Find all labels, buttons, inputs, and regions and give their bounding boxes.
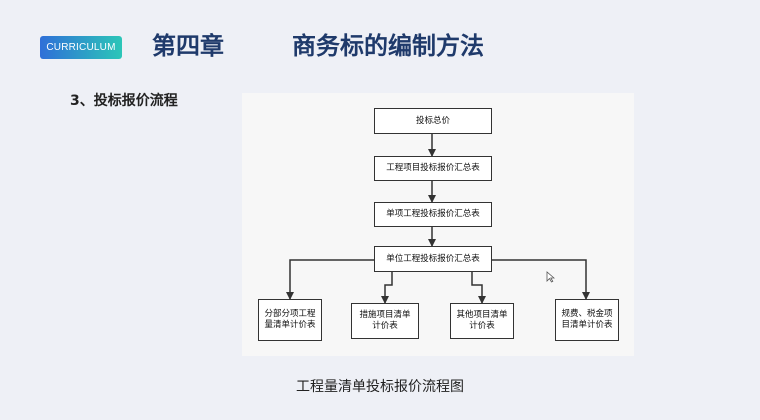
- node-fees-taxes: 规费、税金项目清单计价表: [555, 299, 619, 341]
- node-bid-total: 投标总价: [374, 108, 492, 134]
- node-single-summary: 单项工程投标报价汇总表: [374, 202, 492, 227]
- node-itemized-works: 分部分项工程量清单计价表: [258, 299, 322, 341]
- arrow-unit-to-leaf3: [471, 272, 486, 304]
- node-other-items: 其他项目清单计价表: [450, 303, 514, 339]
- section-title: 3、投标报价流程: [70, 93, 178, 109]
- node-project-summary: 工程项目投标报价汇总表: [374, 156, 492, 181]
- chapter-number: 第四章: [152, 32, 224, 60]
- mouse-cursor-icon: [546, 271, 555, 283]
- node-unit-summary: 单位工程投标报价汇总表: [374, 246, 492, 272]
- figure-caption: 工程量清单投标报价流程图: [296, 379, 464, 395]
- curriculum-badge: CURRICULUM: [40, 36, 122, 59]
- arrow-unit-to-leaf4: [492, 259, 590, 300]
- flowchart-panel: 投标总价 工程项目投标报价汇总表 单项工程投标报价汇总表 单位工程投标报价汇总表…: [242, 93, 634, 356]
- arrow-unit-to-leaf2: [381, 272, 393, 304]
- arrow-unit-to-leaf1: [286, 259, 374, 300]
- chapter-title: 商务标的编制方法: [292, 32, 484, 60]
- node-measures: 措施项目清单计价表: [351, 303, 419, 339]
- flowchart-connectors: [286, 134, 590, 304]
